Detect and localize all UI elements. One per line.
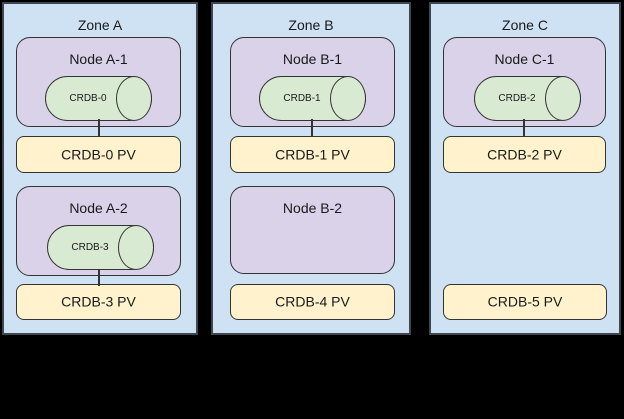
disk-crdb-1: CRDB-1	[259, 76, 366, 121]
disk-crdb-2: CRDB-2	[474, 76, 581, 121]
cylinder-cap	[118, 225, 154, 270]
node-c-1-label: Node C-1	[494, 51, 555, 67]
disk-crdb-0: CRDB-0	[45, 76, 152, 121]
connector-crdb-1	[311, 119, 313, 137]
pv-crdb-0: CRDB-0 PV	[16, 136, 181, 173]
pv-crdb-0-label: CRDB-0 PV	[61, 146, 136, 163]
pv-crdb-4: CRDB-4 PV	[230, 284, 395, 320]
pv-crdb-2-label: CRDB-2 PV	[487, 146, 562, 163]
pv-crdb-1: CRDB-1 PV	[230, 136, 395, 173]
pv-crdb-5: CRDB-5 PV	[443, 284, 607, 320]
node-a-2-label: Node A-2	[69, 200, 128, 216]
node-b-1-label: Node B-1	[282, 51, 343, 67]
node-c-1: Node C-1 CRDB-2	[443, 37, 606, 127]
pv-crdb-2: CRDB-2 PV	[443, 136, 606, 173]
zone-b-label: Zone B	[288, 17, 334, 33]
node-a-1-label: Node A-1	[69, 51, 128, 67]
pv-crdb-3: CRDB-3 PV	[16, 284, 181, 320]
cylinder-cap	[545, 76, 581, 121]
disk-crdb-2-label: CRDB-2	[498, 93, 536, 104]
connector-crdb-3	[98, 269, 100, 286]
disk-crdb-3: CRDB-3	[47, 225, 154, 270]
disk-crdb-3-label: CRDB-3	[71, 242, 109, 253]
pv-crdb-3-label: CRDB-3 PV	[61, 293, 136, 310]
node-b-1: Node B-1 CRDB-1	[230, 37, 395, 127]
connector-crdb-2	[523, 119, 525, 137]
cylinder-cap	[116, 76, 152, 121]
zone-a: Zone A Node A-1 CRDB-0 CRDB-0 PV Node A-…	[2, 2, 198, 335]
disk-crdb-0-label: CRDB-0	[69, 93, 107, 104]
node-b-2: Node B-2	[230, 186, 395, 274]
zone-c: Zone C Node C-1 CRDB-2 CRDB-2 PV CRDB-5 …	[429, 2, 621, 335]
node-b-2-label: Node B-2	[282, 200, 343, 216]
zone-a-label: Zone A	[77, 17, 123, 33]
pv-crdb-4-label: CRDB-4 PV	[275, 293, 350, 310]
zone-c-inner: Zone C Node C-1 CRDB-2 CRDB-2 PV CRDB-5 …	[431, 4, 619, 333]
node-a-1: Node A-1 CRDB-0	[16, 37, 181, 127]
zone-c-label: Zone C	[502, 17, 548, 33]
disk-crdb-1-label: CRDB-1	[283, 93, 321, 104]
pv-crdb-1-label: CRDB-1 PV	[275, 146, 350, 163]
node-a-2: Node A-2 CRDB-3	[16, 186, 181, 276]
cylinder-cap	[330, 76, 366, 121]
zone-a-inner: Zone A Node A-1 CRDB-0 CRDB-0 PV Node A-…	[4, 4, 196, 333]
connector-crdb-0	[98, 119, 100, 137]
zone-b-inner: Zone B Node B-1 CRDB-1 CRDB-1 PV Node B-…	[213, 4, 409, 333]
zone-b: Zone B Node B-1 CRDB-1 CRDB-1 PV Node B-…	[211, 2, 411, 335]
pv-crdb-5-label: CRDB-5 PV	[487, 293, 563, 310]
